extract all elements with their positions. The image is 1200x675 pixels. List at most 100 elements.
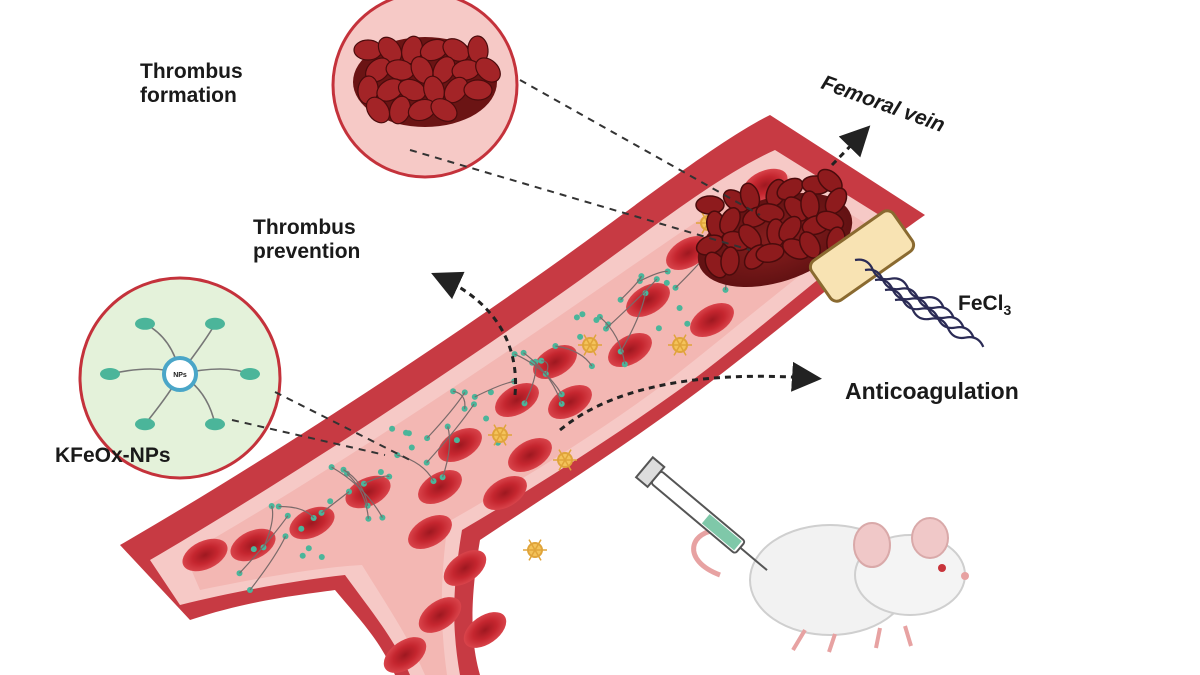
fecl3-wave <box>874 278 965 328</box>
platelet <box>553 449 577 471</box>
fibrin-strand <box>331 466 383 518</box>
np-dot <box>408 444 415 451</box>
red-blood-cell <box>230 528 276 562</box>
red-blood-cell <box>483 475 527 511</box>
red-blood-cell-body <box>483 475 527 511</box>
thrombus-formation-label-line2: formation <box>140 84 237 107</box>
platelet-spike <box>493 434 501 446</box>
platelet <box>523 539 547 561</box>
red-blood-cell <box>418 597 462 633</box>
red-blood-cell <box>418 469 462 505</box>
np-dot <box>483 415 490 422</box>
red-blood-cell <box>626 282 670 318</box>
fibrin-strand <box>620 292 647 352</box>
np-dot <box>318 554 325 560</box>
thrombus-prevention-label-line1: Thrombus <box>253 216 356 239</box>
red-blood-cell <box>608 332 652 368</box>
np-ligand <box>205 317 225 330</box>
fibrin-strand <box>343 469 369 506</box>
np-ligand <box>135 418 155 431</box>
red-blood-cell <box>463 612 507 648</box>
platelet-spike <box>499 434 507 446</box>
red-blood-cell <box>182 538 228 572</box>
platelet <box>668 334 692 356</box>
red-blood-cell-body <box>408 514 452 550</box>
fibrin-strand <box>249 536 287 591</box>
red-blood-cell-body <box>230 528 276 562</box>
fibrin-strand <box>262 505 274 548</box>
clot-cell <box>695 195 725 215</box>
np-core-label: NPs <box>173 372 187 379</box>
np-ligand <box>240 368 260 380</box>
red-blood-cell-body <box>690 302 734 338</box>
np-dot <box>663 279 670 286</box>
np-dot <box>305 545 312 552</box>
fibrin-strand <box>523 361 537 404</box>
fecl3-label: FeCl3 <box>958 292 1012 318</box>
np-ligand <box>100 368 120 380</box>
syringe-icon <box>634 455 768 571</box>
np-dot <box>655 325 662 332</box>
clot-cell <box>815 210 845 232</box>
fibrin-strand <box>346 473 369 519</box>
fibrin-strand <box>599 316 626 365</box>
red-blood-cell-body <box>495 382 539 418</box>
fecl3-wave <box>854 258 945 308</box>
inset-clot-cell <box>365 96 391 124</box>
platelet <box>578 334 602 356</box>
red-blood-cell-body <box>418 597 462 633</box>
clot-cell <box>720 246 740 276</box>
inset-clot-cell <box>463 79 493 101</box>
clot-cell <box>778 215 802 243</box>
np-dot <box>327 498 334 505</box>
np-dot <box>573 314 580 321</box>
red-blood-cell-body <box>383 637 427 673</box>
red-blood-cell <box>508 437 552 473</box>
thrombus-prevention-label-line2: prevention <box>253 240 360 263</box>
inset-clot-cell <box>475 57 501 83</box>
platelet-spike <box>528 539 536 551</box>
platelet-spike <box>499 424 507 436</box>
arrows <box>431 125 871 432</box>
vessel-inner-lining <box>185 170 868 675</box>
np-dot <box>405 430 412 437</box>
np-dot <box>377 469 384 475</box>
red-blood-cell-body <box>463 612 507 648</box>
np-dot <box>487 389 494 396</box>
np-dot <box>453 437 460 444</box>
fibrin-strand <box>541 360 549 375</box>
fibrin-strand <box>555 345 593 367</box>
red-blood-cell-body <box>508 437 552 473</box>
fibrin-strand <box>620 275 642 301</box>
np-dot <box>299 552 306 559</box>
platelets <box>488 212 720 561</box>
clot-cell <box>719 207 741 235</box>
platelet-spike <box>673 334 681 346</box>
platelet-spike <box>583 344 591 356</box>
np-dot <box>250 546 257 553</box>
anticoagulation-label: Anticoagulation <box>845 378 1019 404</box>
platelet-spike <box>534 539 542 551</box>
platelet-spike <box>673 344 681 356</box>
thrombus-formation-inset <box>331 0 761 251</box>
np-dot <box>579 311 586 318</box>
red-blood-cell <box>533 344 577 380</box>
femoral-vein-label: Femoral vein <box>818 71 948 137</box>
platelet-spike <box>583 334 591 346</box>
fibrin-strand <box>426 403 475 464</box>
np-ligand <box>205 418 225 431</box>
red-blood-cell-body <box>418 469 462 505</box>
platelet-spike <box>493 424 501 436</box>
fibrin-strand <box>474 380 515 398</box>
red-blood-cell-body <box>533 344 577 380</box>
red-blood-cell-body <box>608 332 652 368</box>
platelet-spike <box>558 459 566 471</box>
fibrin-strand <box>321 491 350 514</box>
np-dot <box>298 525 305 532</box>
red-blood-cell-body <box>626 282 670 318</box>
red-blood-cell <box>690 302 734 338</box>
inset-clot-cell <box>353 39 383 61</box>
nanoparticle-icon: NPs <box>78 276 411 480</box>
red-blood-cell-body <box>182 538 228 572</box>
